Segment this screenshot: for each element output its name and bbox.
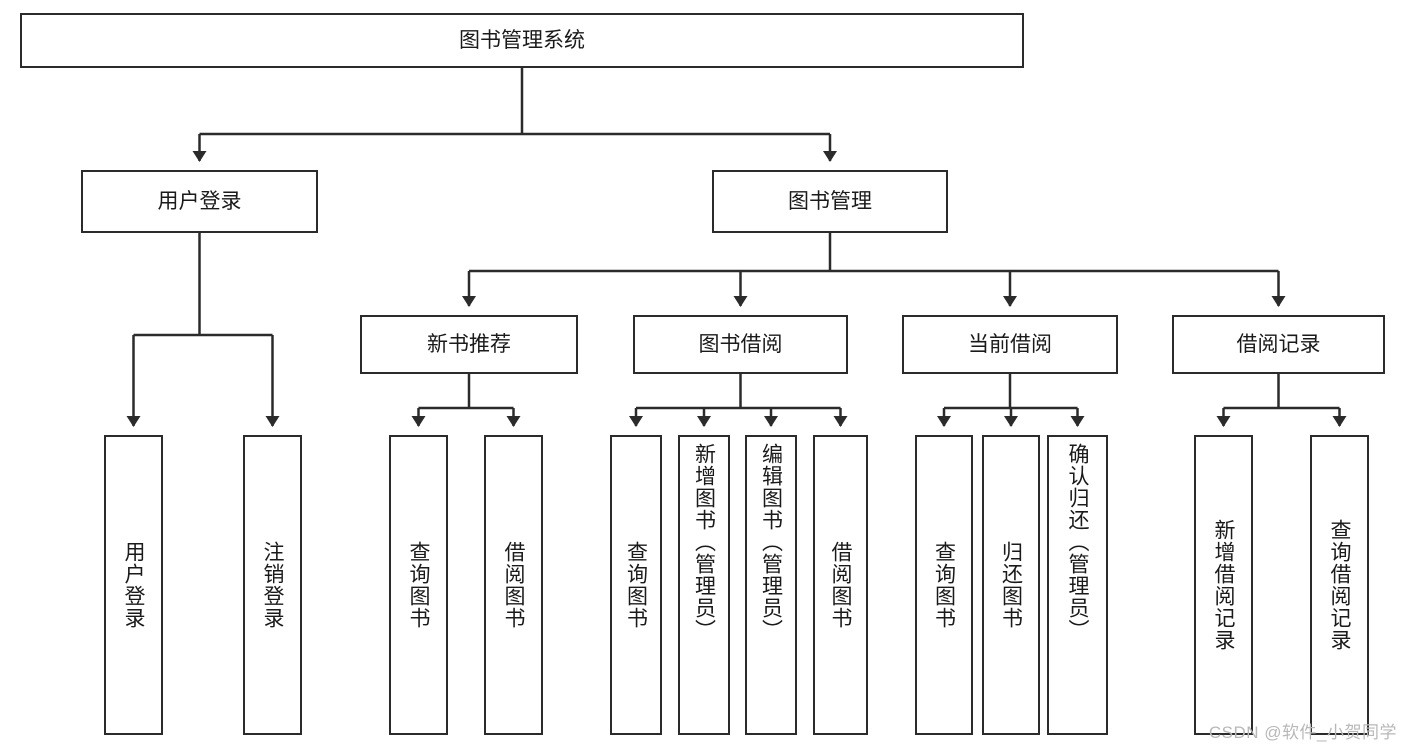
node-leaf-nb-2[interactable]: 借阅图书 — [484, 435, 543, 735]
node-label: 注销登录 — [261, 541, 285, 629]
node-label: 查询图书 — [932, 541, 956, 629]
node-leaf-rc-1[interactable]: 新增借阅记录 — [1194, 435, 1253, 735]
node-label: 新增借阅记录 — [1212, 519, 1236, 651]
node-leaf-br-1[interactable]: 查询图书 — [610, 435, 662, 735]
node-leaf-cu-3[interactable]: 确认归还（管理员） — [1047, 435, 1108, 735]
node-label: 查询图书 — [624, 541, 648, 629]
node-label: 图书管理 — [788, 189, 872, 213]
node-leaf-cu-2[interactable]: 归还图书 — [982, 435, 1040, 735]
node-label: 借阅图书 — [829, 541, 853, 629]
node-label: 借阅记录 — [1236, 332, 1321, 356]
node-leaf-nb-1[interactable]: 查询图书 — [389, 435, 448, 735]
node-records[interactable]: 借阅记录 — [1172, 315, 1385, 374]
node-current[interactable]: 当前借阅 — [902, 315, 1118, 374]
node-newbook[interactable]: 新书推荐 — [360, 315, 578, 374]
node-label: 查询借阅记录 — [1328, 519, 1352, 651]
node-label: 确认归还（管理员） — [1066, 443, 1090, 641]
node-leaf-rc-2[interactable]: 查询借阅记录 — [1310, 435, 1369, 735]
node-login[interactable]: 用户登录 — [81, 170, 318, 233]
node-label: 编辑图书（管理员） — [759, 443, 783, 641]
node-label: 图书借阅 — [698, 332, 783, 356]
node-leaf-logout[interactable]: 注销登录 — [243, 435, 302, 735]
node-label: 查询图书 — [407, 541, 431, 629]
node-label: 借阅图书 — [502, 541, 526, 629]
node-label: 用户登录 — [157, 189, 242, 213]
node-root[interactable]: 图书管理系统 — [20, 13, 1024, 68]
node-leaf-login[interactable]: 用户登录 — [104, 435, 163, 735]
node-leaf-br-4[interactable]: 借阅图书 — [813, 435, 868, 735]
node-label: 图书管理系统 — [459, 28, 585, 52]
node-label: 新书推荐 — [427, 332, 511, 356]
node-leaf-br-2[interactable]: 新增图书（管理员） — [678, 435, 730, 735]
node-bookmgmt[interactable]: 图书管理 — [712, 170, 948, 233]
node-label: 用户登录 — [122, 541, 146, 629]
node-label: 归还图书 — [999, 541, 1023, 629]
node-label: 当前借阅 — [968, 332, 1052, 356]
watermark-text: CSDN @软件_小贺同学 — [1208, 723, 1397, 742]
node-leaf-br-3[interactable]: 编辑图书（管理员） — [745, 435, 797, 735]
node-label: 新增图书（管理员） — [692, 443, 716, 641]
node-borrow[interactable]: 图书借阅 — [633, 315, 848, 374]
node-leaf-cu-1[interactable]: 查询图书 — [915, 435, 973, 735]
